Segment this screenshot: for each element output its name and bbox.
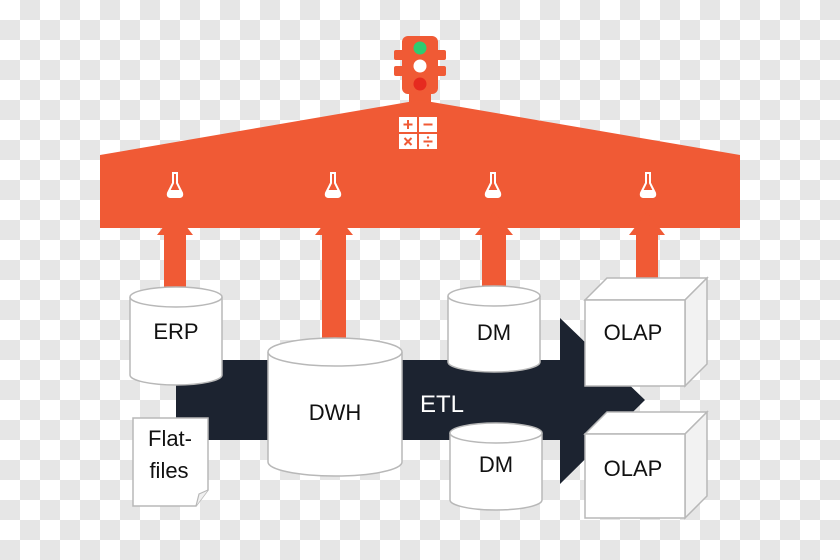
olap-bottom-node: OLAP [583,410,709,520]
traffic-light-icon [394,36,446,102]
traffic-light-visor [394,50,404,60]
arrow-erp-up [157,212,193,292]
flat-files-label-line2: files [149,458,188,483]
roof-bi-layer [100,100,740,228]
dwh-label: DWH [309,400,362,425]
flat-files-label-line1: Flat- [148,426,192,451]
traffic-light-visor [436,66,446,76]
erp-label: ERP [153,319,198,344]
traffic-light-green [413,41,427,55]
olap-top-node: OLAP [583,276,709,388]
dm-bottom-node: DM [449,422,543,511]
arrow-dm-up [475,212,513,292]
dm-top-label: DM [477,320,511,345]
erp-node: ERP [129,286,223,386]
traffic-light-amber [413,59,427,73]
traffic-light-red [413,77,427,91]
dm-top-node: DM [447,285,541,373]
traffic-light-visor [436,50,446,60]
olap-top-label: OLAP [604,320,663,345]
etl-label: ETL [420,391,464,418]
dm-bottom-label: DM [479,452,513,477]
arrow-dwh-up [315,212,353,352]
etl-arrow [176,318,645,484]
olap-bottom-label: OLAP [604,456,663,481]
dwh-node: DWH [267,337,403,477]
traffic-light-visor [394,66,404,76]
calculator-icon [399,117,437,149]
flat-files-node: Flat- files [132,417,209,507]
arrow-olap-up [629,212,665,286]
